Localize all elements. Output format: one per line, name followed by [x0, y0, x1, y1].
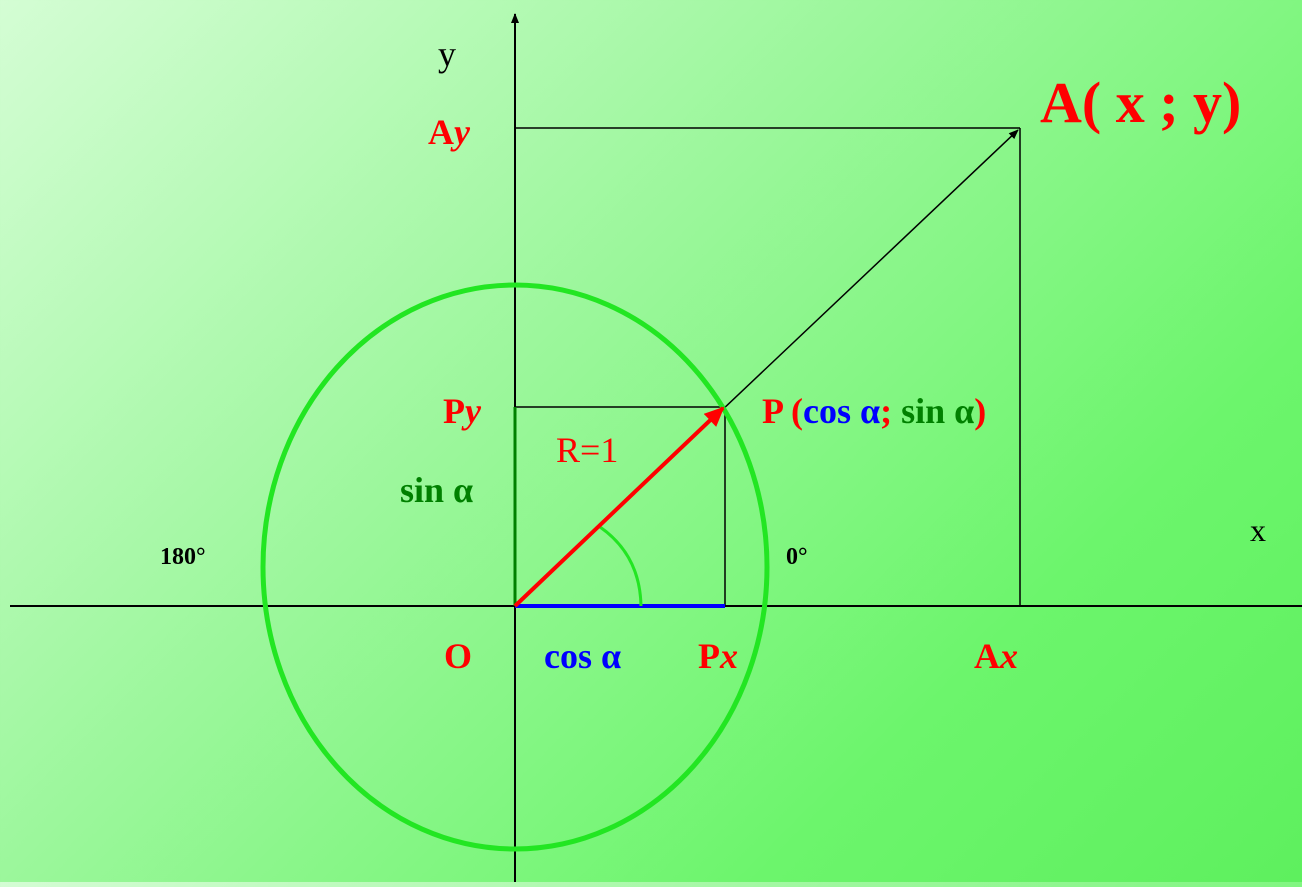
- unit-circle: [260, 282, 770, 852]
- x-axis-label: x: [1250, 512, 1266, 548]
- py-label: Py: [443, 391, 482, 431]
- point-a-label: A( x ; y): [1040, 70, 1241, 135]
- deg-180-label: 180°: [160, 544, 206, 570]
- deg-0-label: 0°: [786, 544, 808, 570]
- y-axis-label: y: [438, 34, 456, 74]
- px-label: Px: [698, 636, 738, 676]
- origin-label: O: [444, 636, 472, 676]
- sin-alpha-label: sin α: [400, 470, 473, 510]
- radius-label: R=1: [556, 430, 618, 470]
- angle-arc: [599, 525, 643, 607]
- radius-vector: [513, 406, 725, 608]
- point-p-label: P (cos α; sin α): [762, 391, 986, 431]
- ax-label: Ax: [974, 636, 1018, 676]
- cos-alpha-label: cos α: [544, 636, 621, 676]
- ay-label: Ay: [428, 112, 471, 152]
